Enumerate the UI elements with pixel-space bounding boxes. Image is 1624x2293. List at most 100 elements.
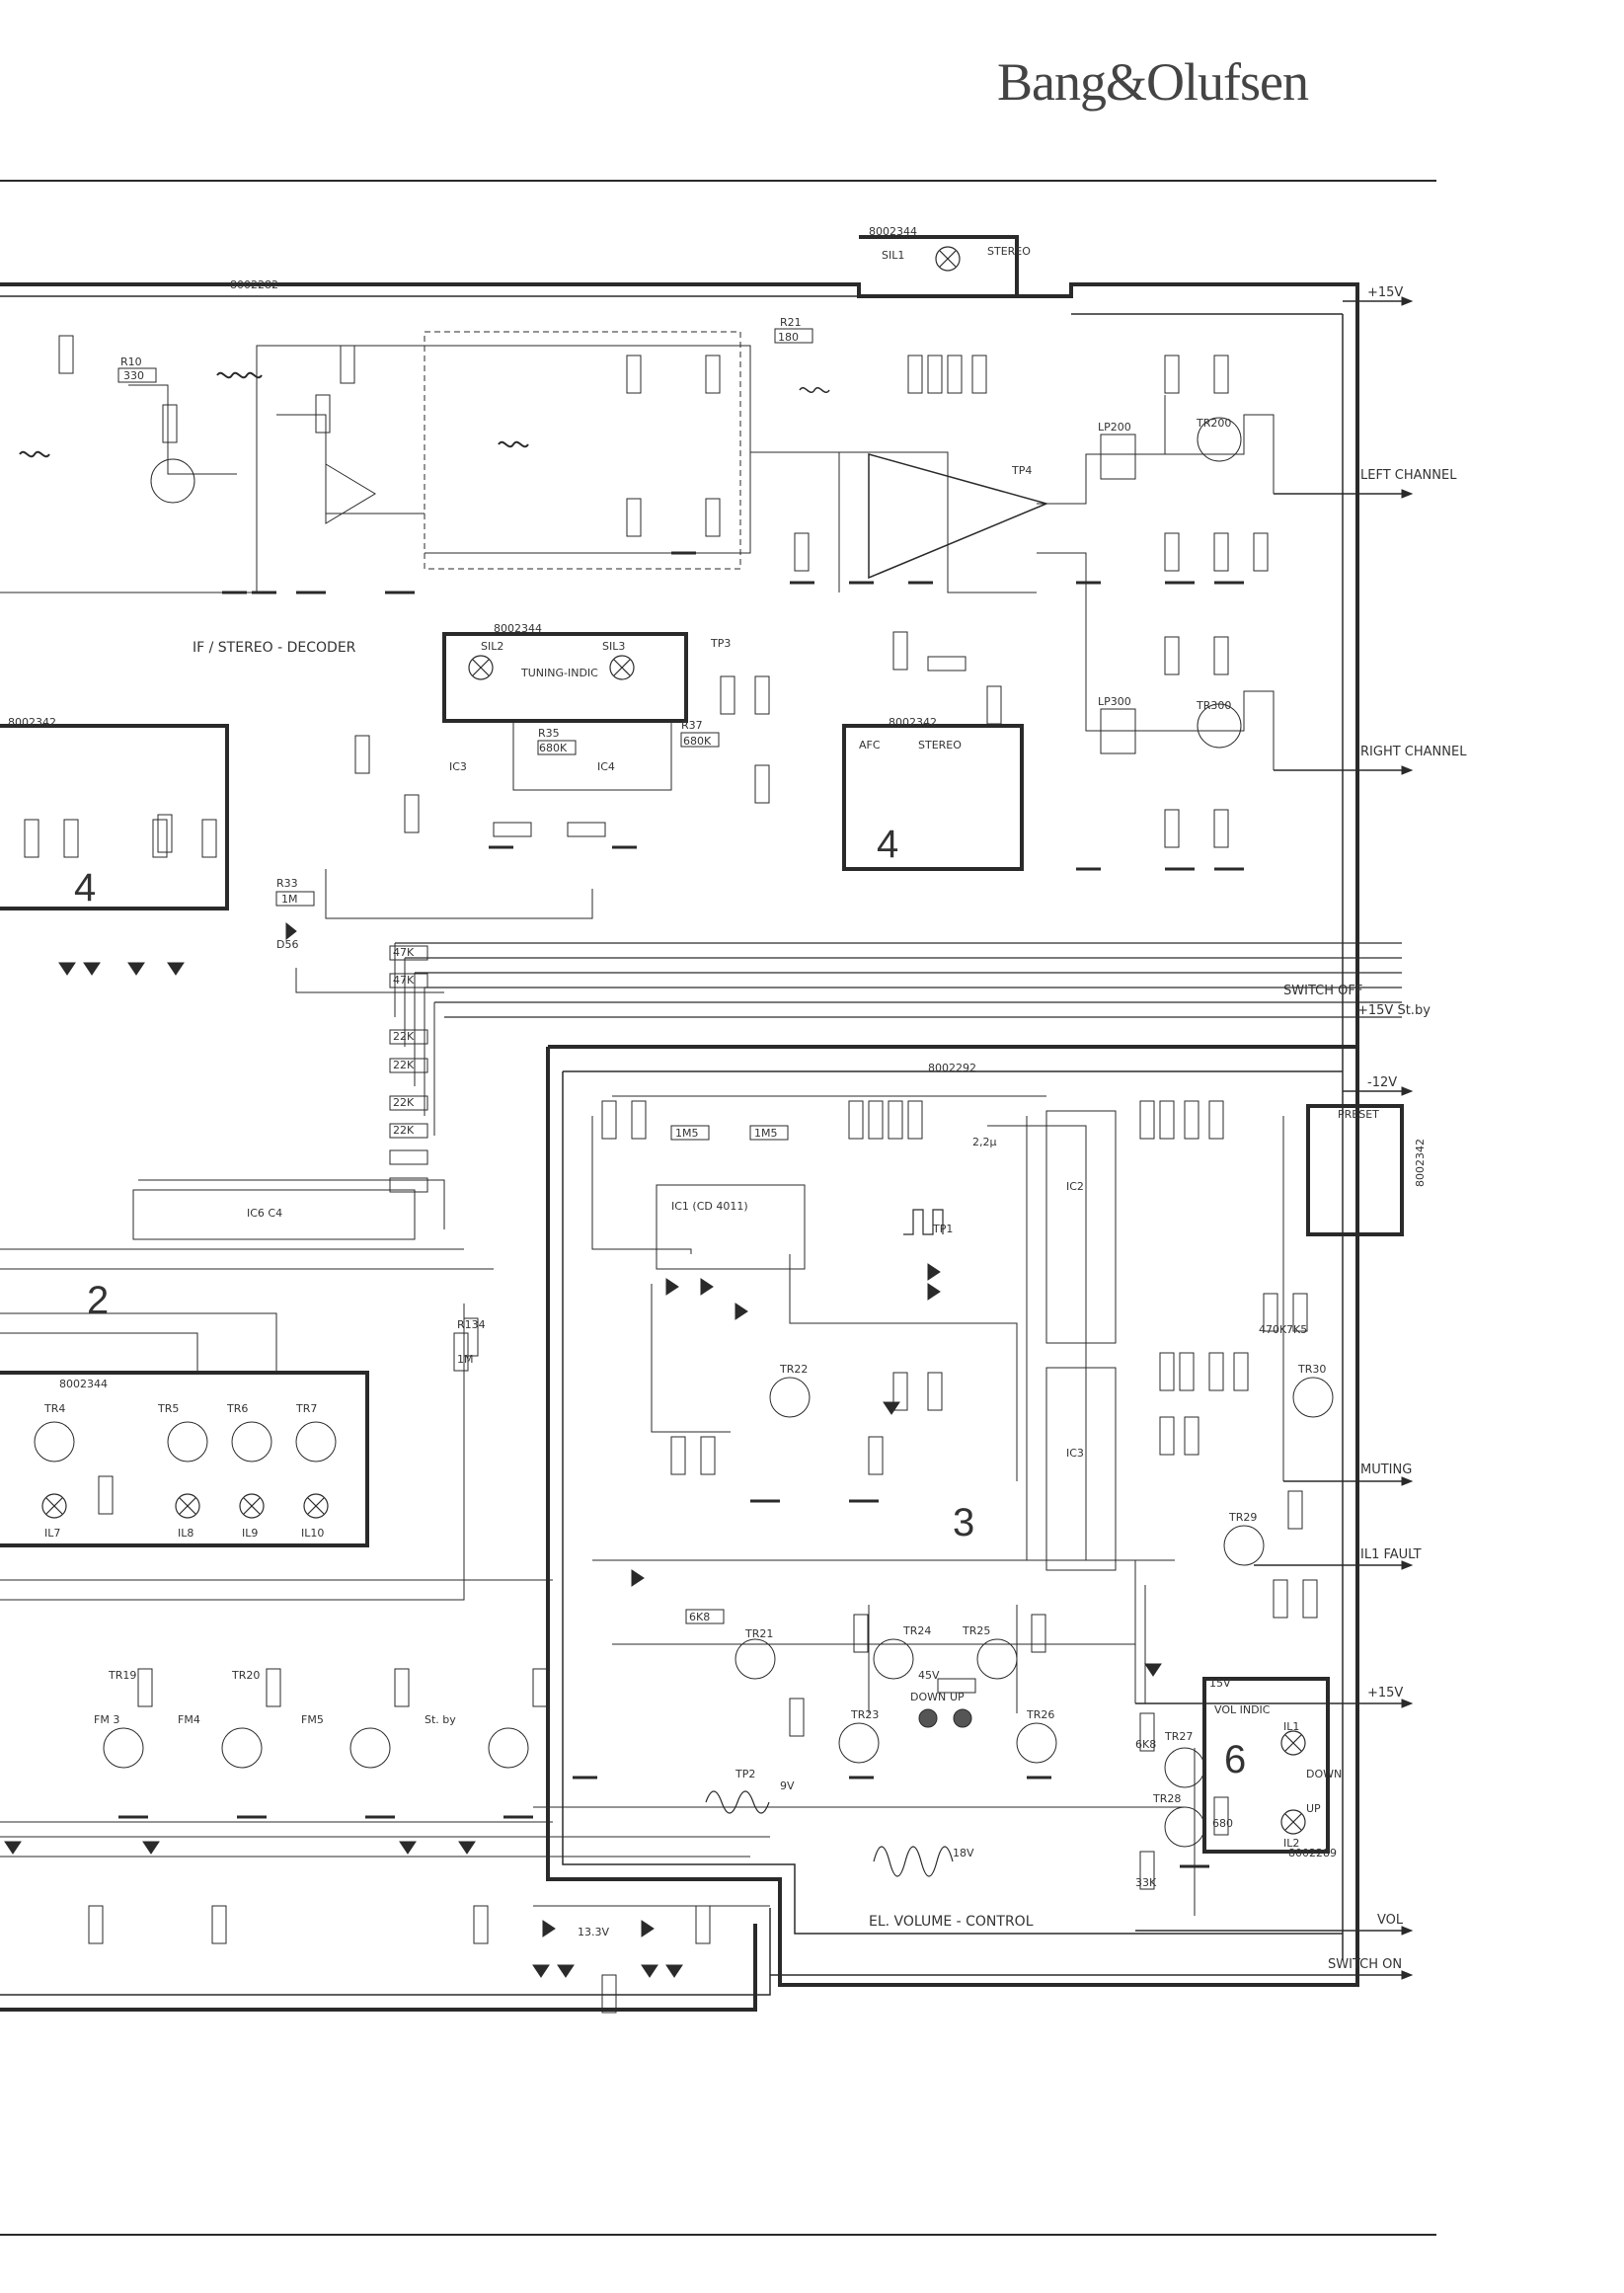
lp200-label: LP200 [1098, 421, 1131, 434]
board-ref-preset: 8002342 [1414, 1139, 1427, 1187]
r37-label: R37 [681, 719, 703, 732]
r45-value: 22K [393, 1096, 415, 1109]
tr21-label: TR21 [744, 1627, 773, 1640]
output-left-channel: LEFT CHANNEL [1360, 468, 1457, 483]
r89-value: 6K8 [1135, 1738, 1156, 1751]
board-ref-vol: 8002292 [928, 1062, 976, 1074]
tr4-label: TR4 [43, 1402, 65, 1415]
r84-value: 7K5 [1286, 1323, 1307, 1336]
il2-label: IL2 [1283, 1837, 1299, 1850]
r33-label: R33 [276, 877, 298, 890]
tp1-label: TP1 [932, 1223, 953, 1235]
voltage-13-3v: 13.3V [578, 1926, 609, 1938]
tr28-label: TR28 [1152, 1792, 1181, 1805]
output-15v-top: +15V [1367, 285, 1403, 300]
board-ref-top: 8002282 [230, 278, 278, 291]
sil3-label: SIL3 [602, 640, 625, 653]
section-number-2: 2 [87, 1279, 109, 1322]
sil2-label: SIL2 [481, 640, 503, 653]
il9-label: IL9 [242, 1527, 258, 1540]
tr29-label: TR29 [1228, 1511, 1257, 1524]
voltage-15v: 15V [1209, 1677, 1231, 1690]
r134-label: R134 [457, 1318, 486, 1331]
ic1-label: IC1 (CD 4011) [671, 1200, 748, 1213]
output-vol: VOL [1377, 1913, 1404, 1928]
tr20-label: TR20 [231, 1669, 260, 1682]
tr5-label: TR5 [157, 1402, 179, 1415]
fm3-label: FM 3 [94, 1713, 119, 1726]
r46-value: 22K [393, 1124, 415, 1137]
output-muting: MUTING [1360, 1463, 1412, 1477]
fm5-label: FM5 [301, 1713, 324, 1726]
output-15v: +15V [1367, 1686, 1403, 1700]
stby-label: St. by [425, 1713, 456, 1726]
el-volume-control-label: EL. VOLUME - CONTROL [869, 1914, 1034, 1930]
ic4-tuning-label: IC4 [597, 760, 615, 773]
board-ref-indic: 8002344 [59, 1378, 108, 1390]
output-switch-off: SWITCH OFF [1283, 984, 1362, 998]
tr7-label: TR7 [295, 1402, 317, 1415]
r92-value: 33K [1135, 1876, 1157, 1889]
c28-value: 2,2μ [972, 1136, 997, 1148]
tr30-label: TR30 [1297, 1363, 1326, 1376]
r35-value: 680K [539, 742, 568, 754]
r2-value: 680 [1212, 1817, 1233, 1830]
preset-label: PRESET [1338, 1108, 1379, 1121]
tp4-label: TP4 [1011, 464, 1032, 477]
tuning-indic-label: TUNING-INDIC [520, 667, 598, 679]
section-number-6: 6 [1224, 1738, 1246, 1781]
board-ref-vol-indic: 8002289 [1288, 1847, 1337, 1859]
r56-value: 1M5 [754, 1127, 778, 1140]
section-number-4-afc: 4 [877, 823, 898, 866]
afc-label: AFC [859, 739, 881, 751]
tr23-label: TR23 [850, 1708, 879, 1721]
tr26-label: TR26 [1026, 1708, 1054, 1721]
stereo-lamp-label: STEREO [987, 245, 1031, 258]
afc-stereo-label: STEREO [918, 739, 962, 751]
vol-indic-label: VOL INDIC [1214, 1703, 1271, 1716]
sil1-label: SIL1 [882, 249, 904, 262]
r57-value: 6K8 [689, 1611, 710, 1623]
voltage-9v: 9V [780, 1779, 795, 1792]
r35-label: R35 [538, 727, 560, 740]
output-switch-on: SWITCH ON [1328, 1957, 1402, 1972]
down-label: DOWN [1306, 1768, 1342, 1780]
il1-label: IL1 [1283, 1720, 1299, 1733]
section-number-4-left: 4 [74, 866, 96, 909]
tr22-label: TR22 [779, 1363, 808, 1376]
tr300-label: TR300 [1196, 699, 1231, 712]
il7-label: IL7 [44, 1527, 60, 1540]
brand-logo: Bang&Olufsen [997, 52, 1309, 112]
r21-label: R21 [780, 316, 802, 329]
output-right-channel: RIGHT CHANNEL [1360, 745, 1467, 759]
output-il1-fault: IL1 FAULT [1360, 1547, 1422, 1562]
r21-value: 180 [778, 331, 799, 344]
up-label: UP [1306, 1802, 1321, 1815]
r44-value: 22K [393, 1059, 415, 1071]
tr27-label: TR27 [1164, 1730, 1193, 1743]
push-down-label: DOWN [910, 1691, 946, 1703]
ic6-label: IC6 C4 [247, 1207, 282, 1220]
tr25-label: TR25 [962, 1624, 990, 1637]
push-up-label: UP [950, 1691, 965, 1703]
voltage-45v: 45V [918, 1669, 940, 1682]
d56-label: D56 [276, 938, 298, 951]
tr19-label: TR19 [108, 1669, 136, 1682]
tr6-label: TR6 [226, 1402, 248, 1415]
tr200-label: TR200 [1196, 417, 1231, 430]
board-ref-stereo: 8002344 [869, 225, 917, 238]
board-ref-afc: 8002342 [889, 716, 937, 729]
r37-value: 680K [683, 735, 712, 748]
r83-value: 470K [1259, 1323, 1287, 1336]
section-number-3: 3 [953, 1501, 974, 1544]
r41-value: 47K [393, 946, 415, 959]
il10-label: IL10 [301, 1527, 324, 1540]
r42-value: 47K [393, 974, 415, 987]
ic3-tuning-label: IC3 [449, 760, 467, 773]
output-15v-stby: +15V St.by [1357, 1003, 1431, 1018]
r10-label: R10 [120, 356, 142, 368]
tp2-label: TP2 [735, 1768, 755, 1780]
r33-value: 1M [281, 893, 298, 906]
